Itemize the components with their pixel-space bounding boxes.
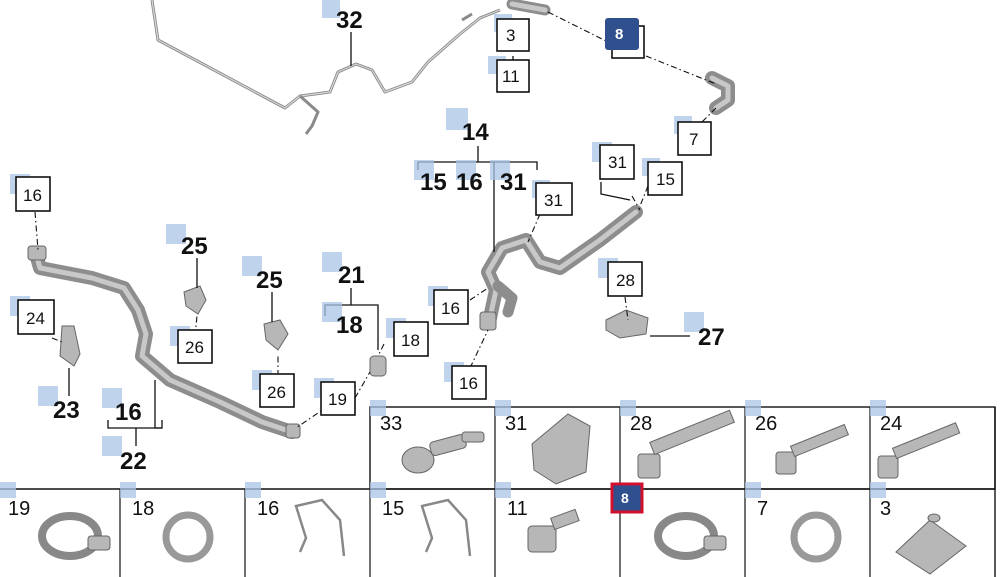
- callout-19[interactable]: 19: [314, 378, 356, 416]
- callout-27[interactable]: 27: [684, 312, 725, 351]
- callout-3[interactable]: 3: [494, 14, 530, 52]
- svg-text:21: 21: [338, 262, 365, 289]
- callout-16b[interactable]: 16: [428, 286, 469, 325]
- svg-text:31: 31: [500, 169, 527, 196]
- svg-text:26: 26: [755, 413, 777, 435]
- table-cell-8-selected[interactable]: 8: [610, 482, 727, 560]
- bracket-27[interactable]: [605, 309, 649, 339]
- callout-16d[interactable]: 16: [10, 174, 51, 212]
- callout-24[interactable]: 24: [10, 296, 55, 335]
- svg-text:16: 16: [441, 299, 460, 318]
- clip-25a[interactable]: [183, 285, 207, 315]
- callout-11[interactable]: 11: [488, 56, 530, 93]
- callout-14[interactable]: 14: [446, 108, 489, 146]
- table-cell-19[interactable]: 19: [0, 482, 111, 560]
- svg-text:24: 24: [26, 309, 45, 328]
- table-cell-11[interactable]: 11: [495, 482, 580, 553]
- callout-8-selected[interactable]: 8: [605, 18, 645, 59]
- callout-25b[interactable]: 25: [242, 256, 283, 294]
- svg-text:23: 23: [53, 397, 80, 424]
- clip-25b[interactable]: [263, 319, 289, 351]
- svg-text:3: 3: [506, 26, 515, 45]
- svg-text:28: 28: [630, 413, 652, 435]
- svg-text:24: 24: [880, 413, 902, 435]
- table-cell-26[interactable]: 26: [745, 400, 850, 475]
- callout-7[interactable]: 7: [674, 116, 712, 156]
- svg-text:15: 15: [656, 170, 675, 189]
- svg-text:25: 25: [181, 233, 208, 260]
- table-cell-33[interactable]: 33: [370, 400, 485, 474]
- callout-26b[interactable]: 26: [252, 370, 295, 408]
- svg-text:31: 31: [608, 153, 627, 172]
- svg-text:14: 14: [462, 119, 489, 146]
- table-cell-24[interactable]: 24: [870, 400, 961, 479]
- coolant-hose-22[interactable]: [27, 245, 301, 439]
- callout-32[interactable]: 32: [322, 0, 363, 34]
- svg-text:11: 11: [502, 67, 520, 86]
- svg-text:33: 33: [380, 413, 402, 435]
- svg-text:16: 16: [23, 186, 42, 205]
- callout-31c[interactable]: 31: [592, 142, 635, 180]
- svg-text:22: 22: [120, 448, 147, 475]
- svg-text:8: 8: [615, 26, 623, 43]
- table-cell-16[interactable]: 16: [245, 482, 346, 557]
- svg-text:8: 8: [621, 490, 629, 506]
- svg-text:18: 18: [336, 312, 363, 339]
- callout-25a[interactable]: 25: [166, 224, 208, 260]
- svg-text:26: 26: [185, 338, 204, 357]
- svg-text:31: 31: [544, 191, 563, 210]
- bracket-24[interactable]: [59, 325, 81, 367]
- callout-16a[interactable]: 16: [456, 160, 483, 196]
- svg-text:16: 16: [456, 169, 483, 196]
- elbow-hose-7[interactable]: [705, 71, 735, 115]
- svg-text:18: 18: [132, 498, 154, 520]
- callout-15a[interactable]: 15: [414, 160, 447, 196]
- svg-text:26: 26: [267, 383, 286, 402]
- svg-text:11: 11: [507, 498, 528, 520]
- callout-22[interactable]: 22: [102, 436, 147, 475]
- table-cell-15[interactable]: 15: [370, 482, 472, 557]
- svg-text:16: 16: [459, 374, 478, 393]
- callout-16c[interactable]: 16: [444, 362, 487, 400]
- clamp-18[interactable]: [369, 355, 387, 377]
- callout-31b[interactable]: 31: [532, 180, 573, 216]
- callout-28[interactable]: 28: [598, 258, 643, 297]
- svg-text:18: 18: [401, 331, 420, 350]
- upper-hose-connector[interactable]: [506, 0, 551, 16]
- svg-text:32: 32: [336, 7, 363, 34]
- svg-text:31: 31: [505, 413, 527, 435]
- brake-line-32[interactable]: [150, 0, 501, 135]
- svg-text:15: 15: [382, 498, 404, 520]
- coolant-hose-14[interactable]: [479, 205, 643, 331]
- svg-text:25: 25: [256, 267, 283, 294]
- callout-18a[interactable]: 18: [322, 302, 363, 339]
- table-cell-7[interactable]: 7: [745, 482, 842, 563]
- table-cell-31[interactable]: 31: [495, 400, 591, 485]
- callout-18b[interactable]: 18: [386, 318, 429, 357]
- svg-text:3: 3: [880, 498, 891, 520]
- svg-text:19: 19: [8, 498, 30, 520]
- callout-16e[interactable]: 16: [102, 388, 142, 426]
- svg-text:15: 15: [420, 169, 447, 196]
- table-cell-28[interactable]: 28: [620, 400, 736, 479]
- callout-15b[interactable]: 15: [642, 158, 683, 196]
- callout-21[interactable]: 21: [322, 252, 365, 289]
- callout-31a[interactable]: 31: [490, 160, 527, 196]
- svg-text:27: 27: [698, 324, 725, 351]
- table-cell-3[interactable]: 3: [870, 482, 967, 575]
- callout-23[interactable]: 23: [38, 386, 80, 424]
- svg-text:7: 7: [689, 130, 698, 149]
- table-cell-18[interactable]: 18: [120, 482, 214, 563]
- svg-text:28: 28: [616, 271, 635, 290]
- svg-text:7: 7: [757, 498, 768, 520]
- svg-text:19: 19: [328, 390, 347, 409]
- callout-26a[interactable]: 26: [170, 326, 213, 364]
- svg-text:16: 16: [115, 399, 142, 426]
- svg-text:16: 16: [257, 498, 279, 520]
